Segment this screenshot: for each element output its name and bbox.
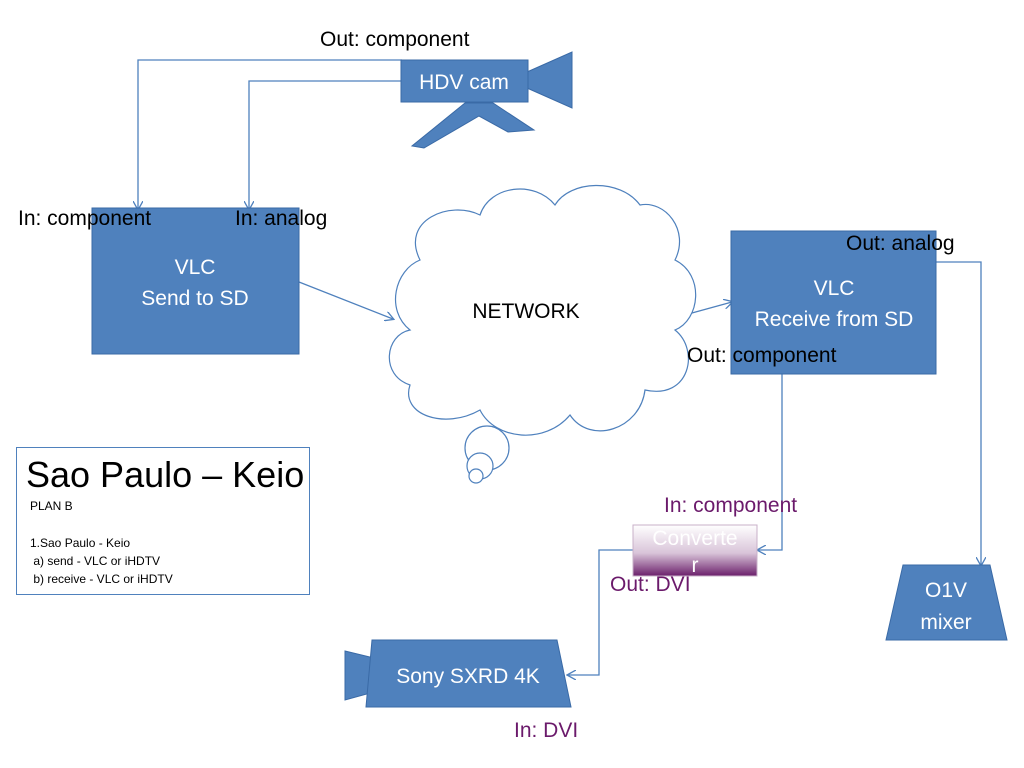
vlc-send-to-network-line <box>298 281 393 319</box>
converter-box: Converte r <box>632 524 758 577</box>
vlc-receive-box: VLC Receive from SD <box>730 230 937 375</box>
cloud-bubble-small <box>468 468 484 484</box>
mixer-label-line1: O1V <box>925 579 967 602</box>
sony-in-dvi-label: In: DVI <box>514 719 578 742</box>
cloud-shape <box>388 184 697 436</box>
plan-info-box: Sao Paulo – Keio PLAN B 1.Sao Paulo - Ke… <box>16 447 310 595</box>
cam-out-label: Out: component <box>320 28 470 51</box>
cam-to-vlc-analog-line <box>249 80 402 209</box>
plan-line: a) send - VLC or iHDTV <box>30 554 161 568</box>
converter-rect <box>632 524 758 577</box>
sony-projector: Sony SXRD 4K <box>344 639 572 708</box>
mixer-shape <box>885 564 1008 641</box>
plan-subtitle: PLAN B <box>30 499 73 513</box>
plan-line: b) receive - VLC or iHDTV <box>30 572 173 586</box>
mixer-label-line2: mixer <box>920 611 971 634</box>
hdv-cam-lens <box>526 51 573 109</box>
hdv-cam-body <box>400 59 529 103</box>
receive-to-converter-line <box>758 374 783 550</box>
o1v-mixer: O1V mixer <box>885 564 1008 641</box>
vlc-receive-label-line1: VLC <box>814 277 855 300</box>
converter-to-sony-line <box>568 549 633 675</box>
plan-title: Sao Paulo – Keio <box>26 454 305 495</box>
vlc-receive-label-line2: Receive from SD <box>755 308 914 331</box>
conv-out-dvi-label: Out: DVI <box>610 573 691 596</box>
vlc-send-rect <box>91 207 300 355</box>
vlc-in-analog-label: In: analog <box>235 207 327 230</box>
recv-out-component-label: Out: component <box>687 344 837 367</box>
vlc-receive-rect <box>730 230 937 375</box>
conv-in-component-label: In: component <box>664 494 797 517</box>
receive-to-mixer-line <box>936 261 981 565</box>
network-label: NETWORK <box>472 300 579 323</box>
converter-label-line1: Converte <box>652 527 737 550</box>
vlc-send-label-line1: VLC <box>175 256 216 279</box>
network-cloud <box>388 184 697 484</box>
plan-line: 1.Sao Paulo - Keio <box>30 536 131 550</box>
hdv-cam-tripod <box>410 102 536 149</box>
vlc-send-box: VLC Send to SD <box>91 207 300 355</box>
sony-label: Sony SXRD 4K <box>396 665 540 688</box>
vlc-send-label-line2: Send to SD <box>141 287 248 310</box>
hdv-cam: HDV cam <box>400 51 573 149</box>
recv-out-analog-label: Out: analog <box>846 232 955 255</box>
vlc-in-component-label: In: component <box>18 207 151 230</box>
sony-body <box>365 639 572 708</box>
hdv-cam-label: HDV cam <box>419 71 509 94</box>
cam-to-vlc-component-line <box>138 59 402 209</box>
converter-label-line2: r <box>692 554 699 577</box>
